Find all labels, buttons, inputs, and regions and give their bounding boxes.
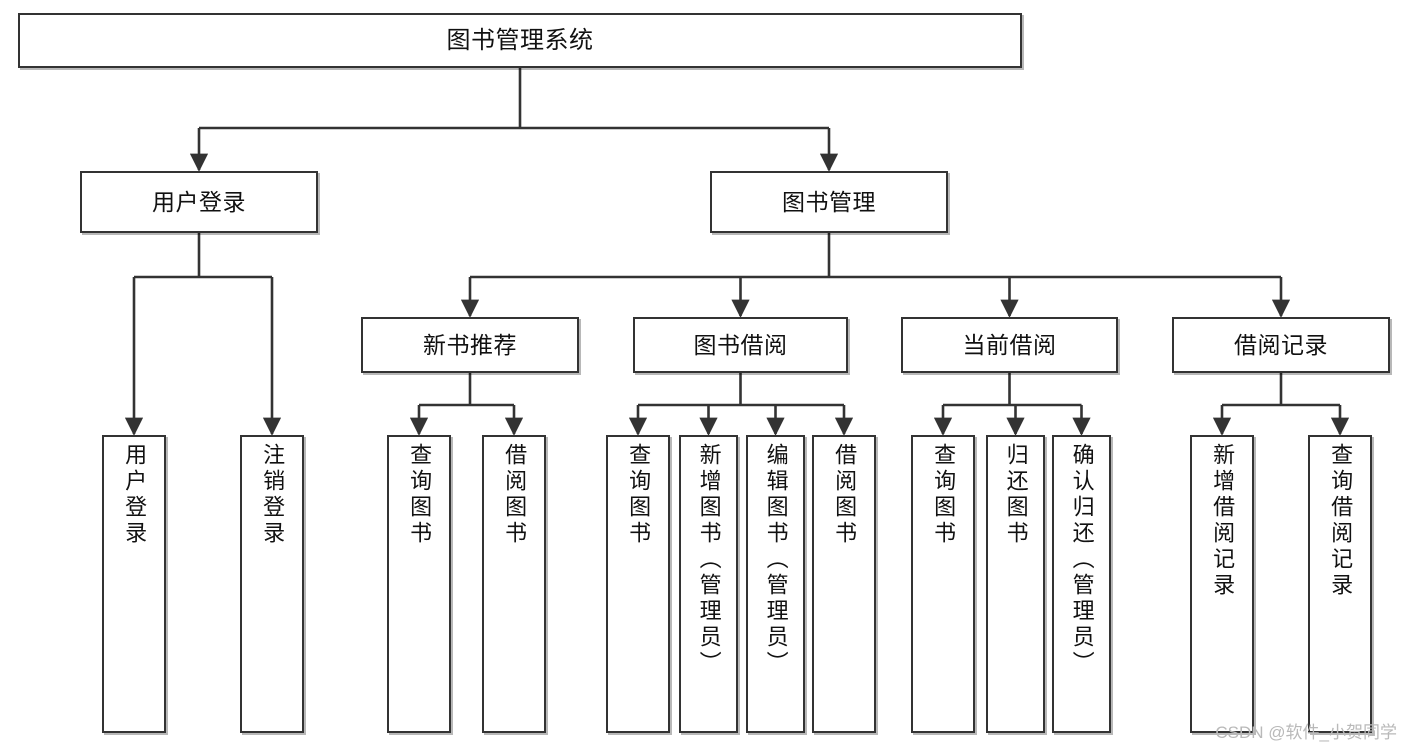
node-current-borrow[interactable]: 当前借阅 bbox=[901, 317, 1118, 373]
node-label: 归还图书 bbox=[1003, 443, 1029, 547]
node-leaf-query-book-borrow[interactable]: 查询图书 bbox=[606, 435, 670, 733]
node-root[interactable]: 图书管理系统 bbox=[18, 13, 1022, 68]
node-user-login[interactable]: 用户登录 bbox=[80, 171, 318, 233]
node-label: 新增图书（管理员） bbox=[696, 443, 722, 677]
node-leaf-confirm-return[interactable]: 确认归还（管理员） bbox=[1052, 435, 1111, 733]
node-book-borrow[interactable]: 图书借阅 bbox=[633, 317, 848, 373]
node-new-book-rec[interactable]: 新书推荐 bbox=[361, 317, 579, 373]
node-label: 确认归还（管理员） bbox=[1069, 443, 1095, 677]
node-label: 借阅图书 bbox=[502, 443, 528, 547]
node-label: 用户登录 bbox=[152, 188, 246, 215]
node-label: 新书推荐 bbox=[423, 331, 517, 358]
node-label: 查询借阅记录 bbox=[1328, 443, 1354, 599]
node-label: 新增借阅记录 bbox=[1210, 443, 1236, 599]
node-label: 图书管理 bbox=[782, 188, 876, 215]
node-label: 当前借阅 bbox=[962, 331, 1057, 358]
node-leaf-edit-book[interactable]: 编辑图书（管理员） bbox=[746, 435, 805, 733]
node-leaf-borrow-book-rec[interactable]: 借阅图书 bbox=[482, 435, 546, 733]
node-label: 图书借阅 bbox=[693, 331, 788, 358]
node-borrow-record[interactable]: 借阅记录 bbox=[1172, 317, 1390, 373]
node-leaf-logout[interactable]: 注销登录 bbox=[240, 435, 304, 733]
node-label: 用户登录 bbox=[122, 443, 148, 547]
node-label: 借阅记录 bbox=[1234, 331, 1328, 358]
watermark: CSDN @软件_小贺同学 bbox=[1215, 723, 1397, 742]
node-label: 图书管理系统 bbox=[446, 26, 594, 54]
node-book-manage[interactable]: 图书管理 bbox=[710, 171, 948, 233]
node-leaf-return-book[interactable]: 归还图书 bbox=[986, 435, 1045, 733]
node-leaf-borrow-book[interactable]: 借阅图书 bbox=[812, 435, 876, 733]
node-label: 查询图书 bbox=[407, 443, 433, 547]
node-label: 查询图书 bbox=[626, 443, 652, 547]
node-leaf-query-book-rec[interactable]: 查询图书 bbox=[387, 435, 451, 733]
node-label: 查询图书 bbox=[931, 443, 957, 547]
node-label: 注销登录 bbox=[260, 443, 286, 547]
node-label: 编辑图书（管理员） bbox=[763, 443, 789, 677]
node-leaf-add-book[interactable]: 新增图书（管理员） bbox=[679, 435, 738, 733]
node-label: 借阅图书 bbox=[832, 443, 858, 547]
node-leaf-user-login[interactable]: 用户登录 bbox=[102, 435, 166, 733]
node-leaf-add-record[interactable]: 新增借阅记录 bbox=[1190, 435, 1254, 733]
node-leaf-query-book-cur[interactable]: 查询图书 bbox=[911, 435, 975, 733]
node-leaf-query-record[interactable]: 查询借阅记录 bbox=[1308, 435, 1372, 733]
